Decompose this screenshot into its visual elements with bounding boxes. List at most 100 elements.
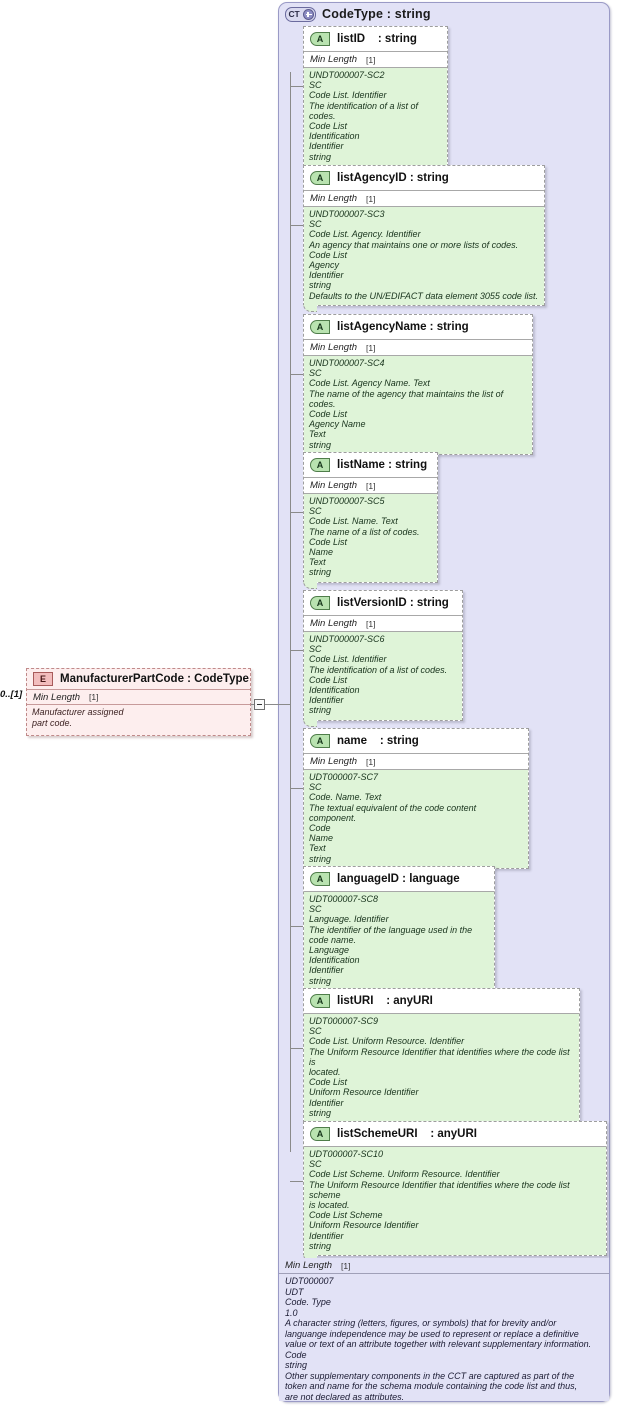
attribute-connector-line (290, 926, 303, 927)
attribute-icon: A (310, 734, 330, 748)
attribute-connector-line (290, 1048, 303, 1049)
attribute-minlength-value: [1] (366, 756, 376, 767)
attribute-annotation-line: Code. Name. Text (309, 792, 382, 803)
connector-trunk (290, 72, 291, 1152)
attribute-annotation-line: string (309, 1107, 332, 1118)
complextype-title: CodeType : string (322, 7, 431, 21)
attribute-connector-line (290, 512, 303, 513)
attribute-connector-line (290, 86, 303, 87)
element-box-manufacturerpartcode[interactable]: E ManufacturerPartCode : CodeType Min Le… (26, 668, 251, 736)
attribute-annotation-line: The Uniform Resource Identifier that ide… (309, 1046, 573, 1067)
attribute-annotation-line: is located. (309, 1200, 350, 1211)
attribute-annotation-line: string (309, 705, 332, 716)
attribute-minlength-label: Min Length (310, 342, 358, 353)
attribute-annotation-line: Identifier (309, 1230, 344, 1241)
box-corner-decoration (303, 580, 317, 589)
attribute-annotation-line: UNDT000007-SC2 (309, 70, 385, 80)
summary-minlength-value: [1] (341, 1260, 351, 1271)
attribute-annotation-line: SC (309, 368, 322, 379)
attribute-icon-label: A (316, 33, 324, 44)
complextype-header: CT CodeType : string (279, 3, 609, 25)
attribute-annotation-line: SC (309, 1159, 322, 1170)
attribute-minlength-label: Min Length (310, 193, 358, 204)
attribute-annotation-line: Identifier (309, 1097, 344, 1108)
collapse-toggle[interactable] (254, 699, 265, 710)
attribute-connector-line (290, 225, 303, 226)
attribute-name: name : string (337, 735, 419, 747)
attribute-annotation-line: Identifier (309, 695, 344, 706)
attribute-annotation-line: Identifier (309, 270, 344, 281)
element-connector-line (251, 704, 255, 705)
attribute-annotation-line: Identification (309, 955, 360, 966)
summary-annotation-line: value or text of an attribute together w… (285, 1339, 592, 1349)
summary-annotation-line: languange independence may be used to re… (285, 1328, 579, 1339)
element-cardinality: 0..[1] (0, 689, 23, 700)
attribute-icon: A (310, 1127, 330, 1141)
attribute-annotation-line: SC (309, 644, 322, 655)
attribute-name: listAgencyID : string (337, 172, 449, 184)
attribute-annotation-line: string (309, 151, 332, 162)
attribute-minlength-value: [1] (366, 193, 376, 204)
attribute-annotation-line: UDT000007-SC8 (309, 894, 379, 904)
box-corner-decoration (303, 303, 317, 312)
container-connector-line (265, 704, 291, 705)
attribute-name: languageID : language (337, 873, 460, 885)
attribute-icon-label: A (316, 172, 324, 183)
attribute-minlength-label: Min Length (310, 756, 358, 767)
attribute-icon: A (310, 458, 330, 472)
attribute-annotation-line: SC (309, 782, 322, 793)
attribute-minlength-row: Min Length[1] (304, 616, 462, 632)
plus-icon[interactable] (303, 8, 314, 20)
element-icon-label: E (39, 673, 46, 684)
attribute-name: listSchemeURI : anyURI (337, 1128, 477, 1140)
attribute-annotation-line: string (309, 280, 332, 291)
attribute-annotation-line: SC (309, 80, 322, 91)
element-minlength-label: Min Length (33, 691, 81, 703)
attribute-annotation-line: Text (309, 429, 326, 440)
attribute-annotation-line: UNDT000007-SC4 (309, 358, 385, 368)
summary-annotation-line: are not declared as attributes. (285, 1391, 405, 1402)
attribute-minlength-row: Min Length[1] (304, 340, 532, 356)
attribute-annotation-line: Name (309, 833, 334, 844)
attribute-annotation-line: Code List. Identifier (309, 654, 387, 665)
attribute-icon-label: A (316, 321, 324, 332)
attribute-annotation-line: Identifier (309, 965, 344, 976)
attribute-annotation-line: Uniform Resource Identifier (309, 1220, 419, 1231)
summary-annotation-line: string (285, 1360, 308, 1370)
attribute-annotation-line: SC (309, 904, 322, 915)
attribute-annotation-line: string (309, 1240, 332, 1251)
attribute-minlength-label: Min Length (310, 54, 358, 65)
attribute-annotation-line: Uniform Resource Identifier (309, 1087, 419, 1098)
attribute-annotation-line: Code List (309, 674, 348, 685)
attribute-annotation-line: string (309, 439, 332, 450)
complextype-expand-icon[interactable]: CT (285, 6, 316, 22)
attribute-annotation-line: UDT000007-SC7 (309, 772, 379, 782)
attribute-annotation-line: SC (309, 219, 322, 230)
attribute-icon: A (310, 596, 330, 610)
attribute-annotation-line: Code List (309, 409, 348, 420)
attribute-annotation-line: An agency that maintains one or more lis… (309, 239, 519, 250)
attribute-name: listURI : anyURI (337, 995, 433, 1007)
